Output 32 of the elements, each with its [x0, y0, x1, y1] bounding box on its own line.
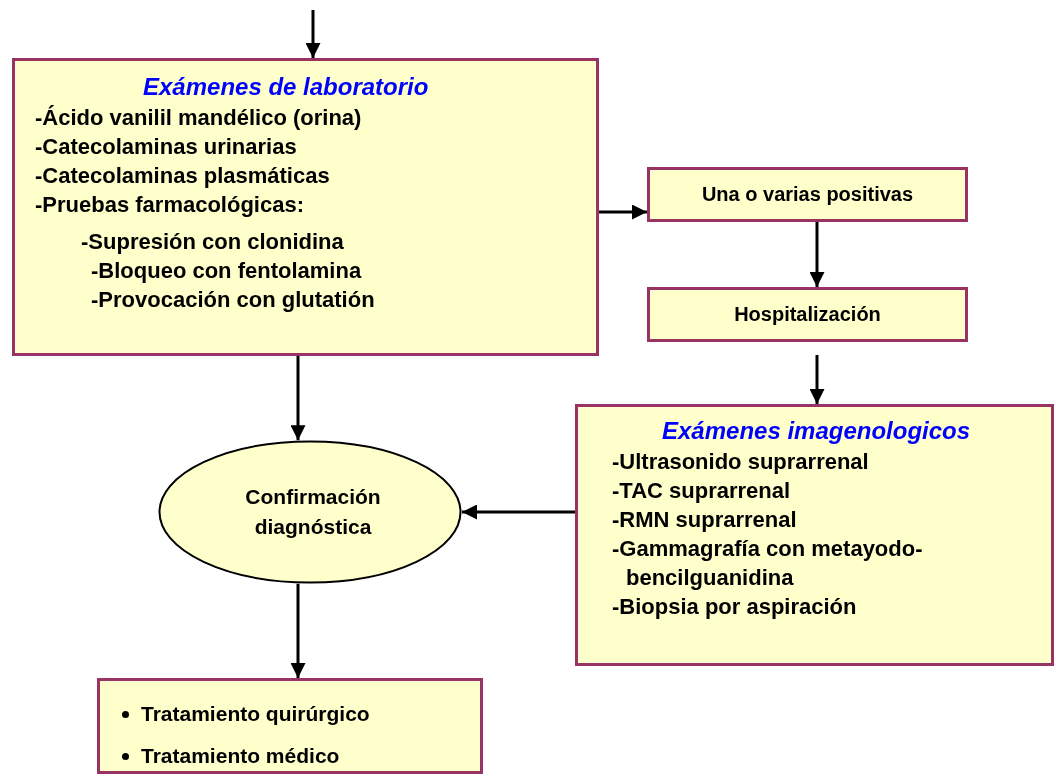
box-heading: Exámenes de laboratorio	[143, 73, 429, 101]
arrow	[462, 504, 575, 520]
list-item: -Biopsia por aspiración	[612, 593, 857, 621]
arrow	[290, 583, 306, 678]
list-item: -TAC suprarrenal	[612, 477, 791, 505]
list-item-text: Tratamiento quirúrgico	[141, 701, 370, 727]
list-item: -Catecolaminas plasmáticas	[35, 162, 330, 190]
list-item: -Gammagrafía con metayodo- bencilguanidina	[612, 535, 924, 592]
list-item: -Bloqueo con fentolamina	[91, 257, 362, 285]
arrow	[290, 356, 306, 441]
arrow	[599, 204, 647, 220]
node-label: Confirmación diagnóstica	[244, 484, 382, 540]
list-item: -Ultrasonido suprarrenal	[612, 448, 869, 476]
list-item: -RMN suprarrenal	[612, 506, 797, 534]
list-item: -Pruebas farmacológicas:	[35, 191, 304, 219]
list-item-text: Tratamiento médico	[141, 743, 340, 769]
list-item: -Supresión con clonidina	[81, 228, 344, 256]
process-box	[647, 287, 968, 342]
box-heading: Exámenes imagenologicos	[662, 417, 971, 445]
process-box	[12, 58, 599, 356]
list-item: -Ácido vanilil mandélico (orina)	[35, 104, 362, 132]
arrow	[305, 10, 321, 58]
list-item: -Provocación con glutatión	[91, 286, 375, 314]
arrow	[809, 355, 825, 404]
decision-ellipse	[158, 440, 462, 584]
node-label: Una o varias positivas	[701, 183, 914, 206]
process-box	[647, 167, 968, 222]
node-label: Hospitalización	[734, 303, 881, 326]
arrow	[809, 222, 825, 287]
process-box	[575, 404, 1054, 666]
result-box	[97, 678, 483, 774]
list-item: -Catecolaminas urinarias	[35, 133, 297, 161]
